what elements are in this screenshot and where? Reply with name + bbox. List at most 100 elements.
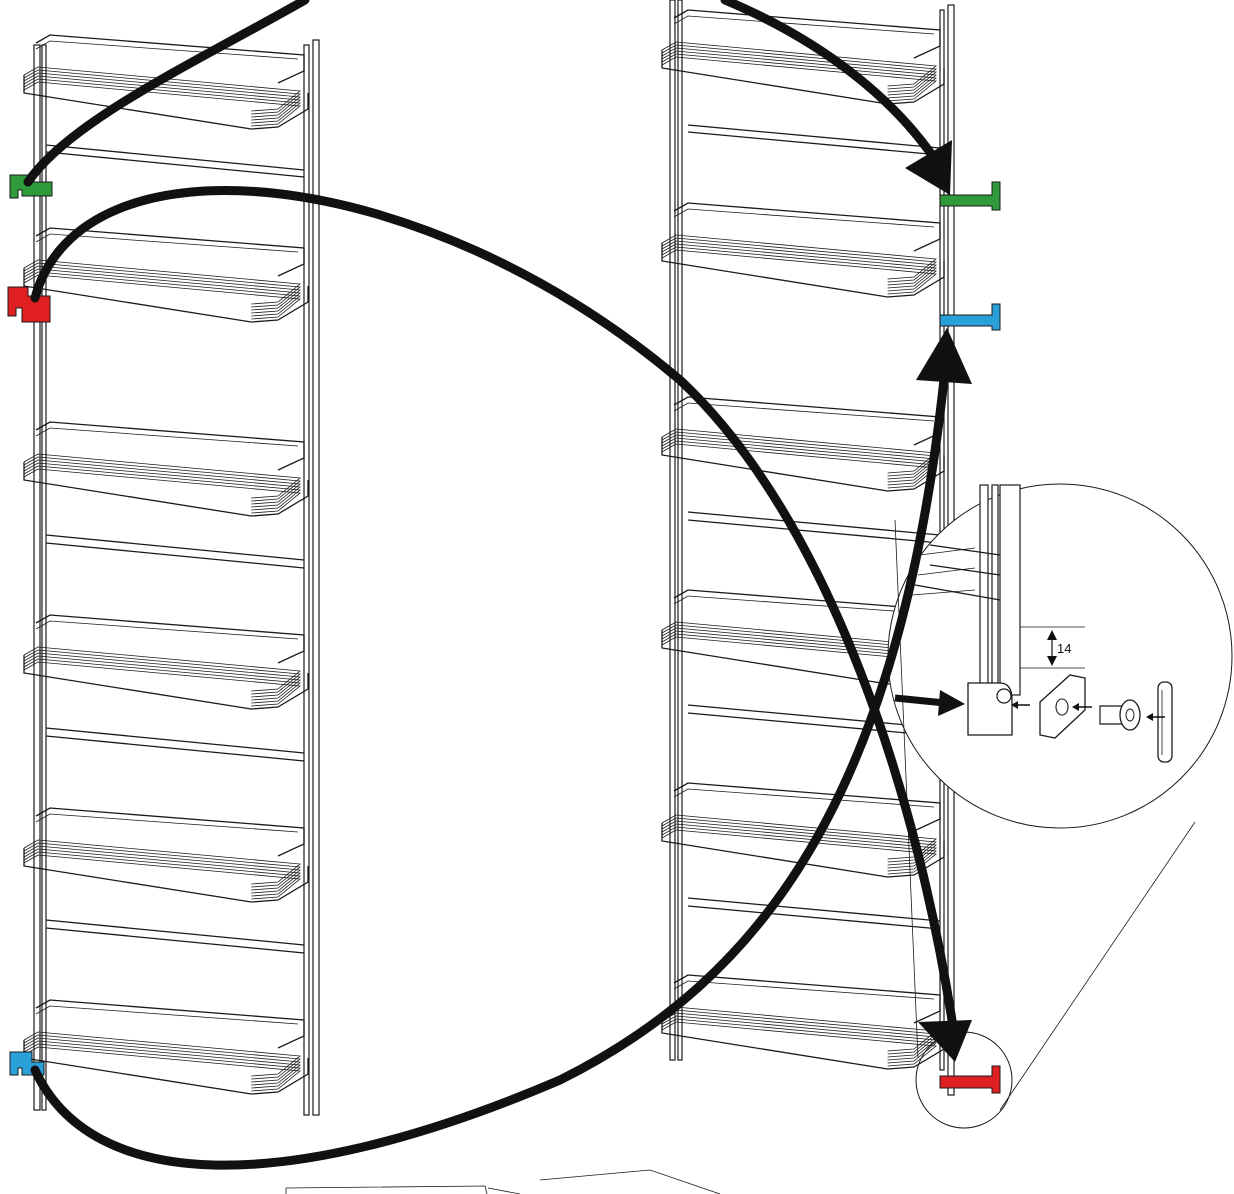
shelf-wire	[661, 243, 945, 298]
plate-icon	[1039, 674, 1086, 739]
shelf-wire	[661, 823, 945, 878]
assembly-small-arrows	[1011, 701, 1165, 721]
shelf-wire	[661, 814, 938, 860]
shelf-wire	[23, 655, 309, 710]
shelf-wire	[661, 234, 938, 280]
shelf-wire	[661, 243, 938, 289]
shelf-wire	[35, 999, 305, 1049]
left-brackets	[7, 174, 53, 1076]
shelf-wire	[23, 1043, 302, 1089]
shelf-wire	[35, 813, 299, 833]
dimension-label: 14	[1057, 641, 1071, 656]
shelf-wire	[661, 431, 938, 477]
shelf-wire	[23, 1037, 302, 1083]
shelf-wire	[23, 66, 302, 112]
left-rack	[7, 34, 320, 1116]
left-rack-frame	[33, 39, 320, 1116]
shelf-wire	[23, 462, 302, 508]
shelf-wire	[23, 842, 302, 888]
hook-bracket-icon	[939, 303, 1001, 331]
shelf-wire	[673, 208, 935, 228]
shelf-wire	[661, 50, 945, 105]
shelf-wire	[35, 807, 305, 857]
shelf-wire	[23, 1034, 302, 1080]
shelf-wire	[673, 9, 941, 59]
shelf-wire	[661, 240, 938, 286]
shelf-wire	[23, 646, 302, 692]
pin-icon	[1099, 699, 1141, 731]
shelf-wire	[23, 453, 302, 499]
shelf-wire	[23, 72, 302, 118]
shelf-wire	[661, 237, 938, 283]
shelf-wire	[23, 649, 302, 695]
hook-bracket-icon	[939, 181, 1001, 211]
shelf-wire	[23, 1046, 302, 1092]
shelf-wire	[23, 854, 302, 900]
shelf-wire	[673, 782, 941, 832]
shelf-wire	[35, 227, 305, 277]
shelf-wire	[23, 268, 309, 323]
shelf-wire	[661, 437, 945, 492]
shelf-wire	[23, 459, 302, 505]
shelf-wire	[23, 848, 309, 903]
shelf-wire	[23, 851, 302, 897]
shelf-wire	[23, 274, 302, 320]
shelf-wire	[23, 75, 302, 121]
shelf-wire	[661, 817, 938, 863]
shelf-wire	[35, 614, 305, 664]
shelf-wire	[673, 15, 935, 35]
shelf-wire	[35, 34, 305, 84]
shelf-wire	[661, 829, 938, 875]
shelf-wire	[35, 427, 299, 447]
hinge-block-icon	[967, 682, 1013, 736]
shelf-wire	[673, 974, 941, 1024]
shelf-wire	[23, 268, 302, 314]
shelf-wire	[661, 56, 938, 102]
detail-pointer-arrow	[894, 690, 965, 716]
shelf-wire	[661, 1009, 938, 1055]
shelf-wire	[661, 249, 938, 295]
shelf-wire	[673, 402, 935, 422]
shelf-wire	[23, 468, 302, 514]
shelf-wire	[23, 848, 302, 894]
hook-bracket-icon	[939, 1065, 1001, 1094]
shelf-wire	[23, 81, 302, 127]
shelf-wire	[23, 839, 302, 885]
shelf-wire	[23, 78, 302, 124]
shelf-wire	[661, 428, 938, 474]
post-icon	[1157, 681, 1173, 763]
shelf-wire	[23, 661, 302, 707]
transfer-arrows	[23, 0, 972, 1170]
shelf-wire	[661, 1021, 938, 1067]
shelf-wire	[661, 1018, 938, 1064]
shelf-wire	[661, 53, 938, 99]
shelf-wire	[661, 246, 938, 292]
detail-callout: 14	[887, 483, 1233, 1129]
shelf-wire	[35, 421, 305, 471]
shelf-wire	[23, 845, 302, 891]
left-shelves	[23, 34, 309, 1095]
shelf-wire	[23, 1031, 302, 1077]
shelf-wire	[23, 456, 302, 502]
shelf-wire	[23, 259, 302, 305]
shelf-wire	[35, 1005, 299, 1025]
detail-posts	[911, 484, 1021, 696]
shelf-wire	[23, 1040, 302, 1086]
shelf-wire	[23, 1040, 309, 1095]
shelf-wire	[673, 788, 935, 808]
shelf-wire	[661, 50, 938, 96]
shelf-wire	[661, 47, 938, 93]
right-brackets	[939, 181, 1001, 1094]
shelf-wire	[661, 41, 938, 87]
shelf-wire	[673, 595, 935, 615]
dimension-marker: 14	[1020, 626, 1085, 669]
shelf-wire	[23, 265, 302, 311]
shelf-wire	[23, 652, 302, 698]
bottom-fragment	[285, 1169, 721, 1194]
shelf-wire	[661, 820, 938, 866]
shelf-wire	[35, 233, 299, 253]
shelf-wire	[35, 620, 299, 640]
shelf-wire	[661, 1015, 945, 1070]
shelf-wire	[23, 465, 302, 511]
